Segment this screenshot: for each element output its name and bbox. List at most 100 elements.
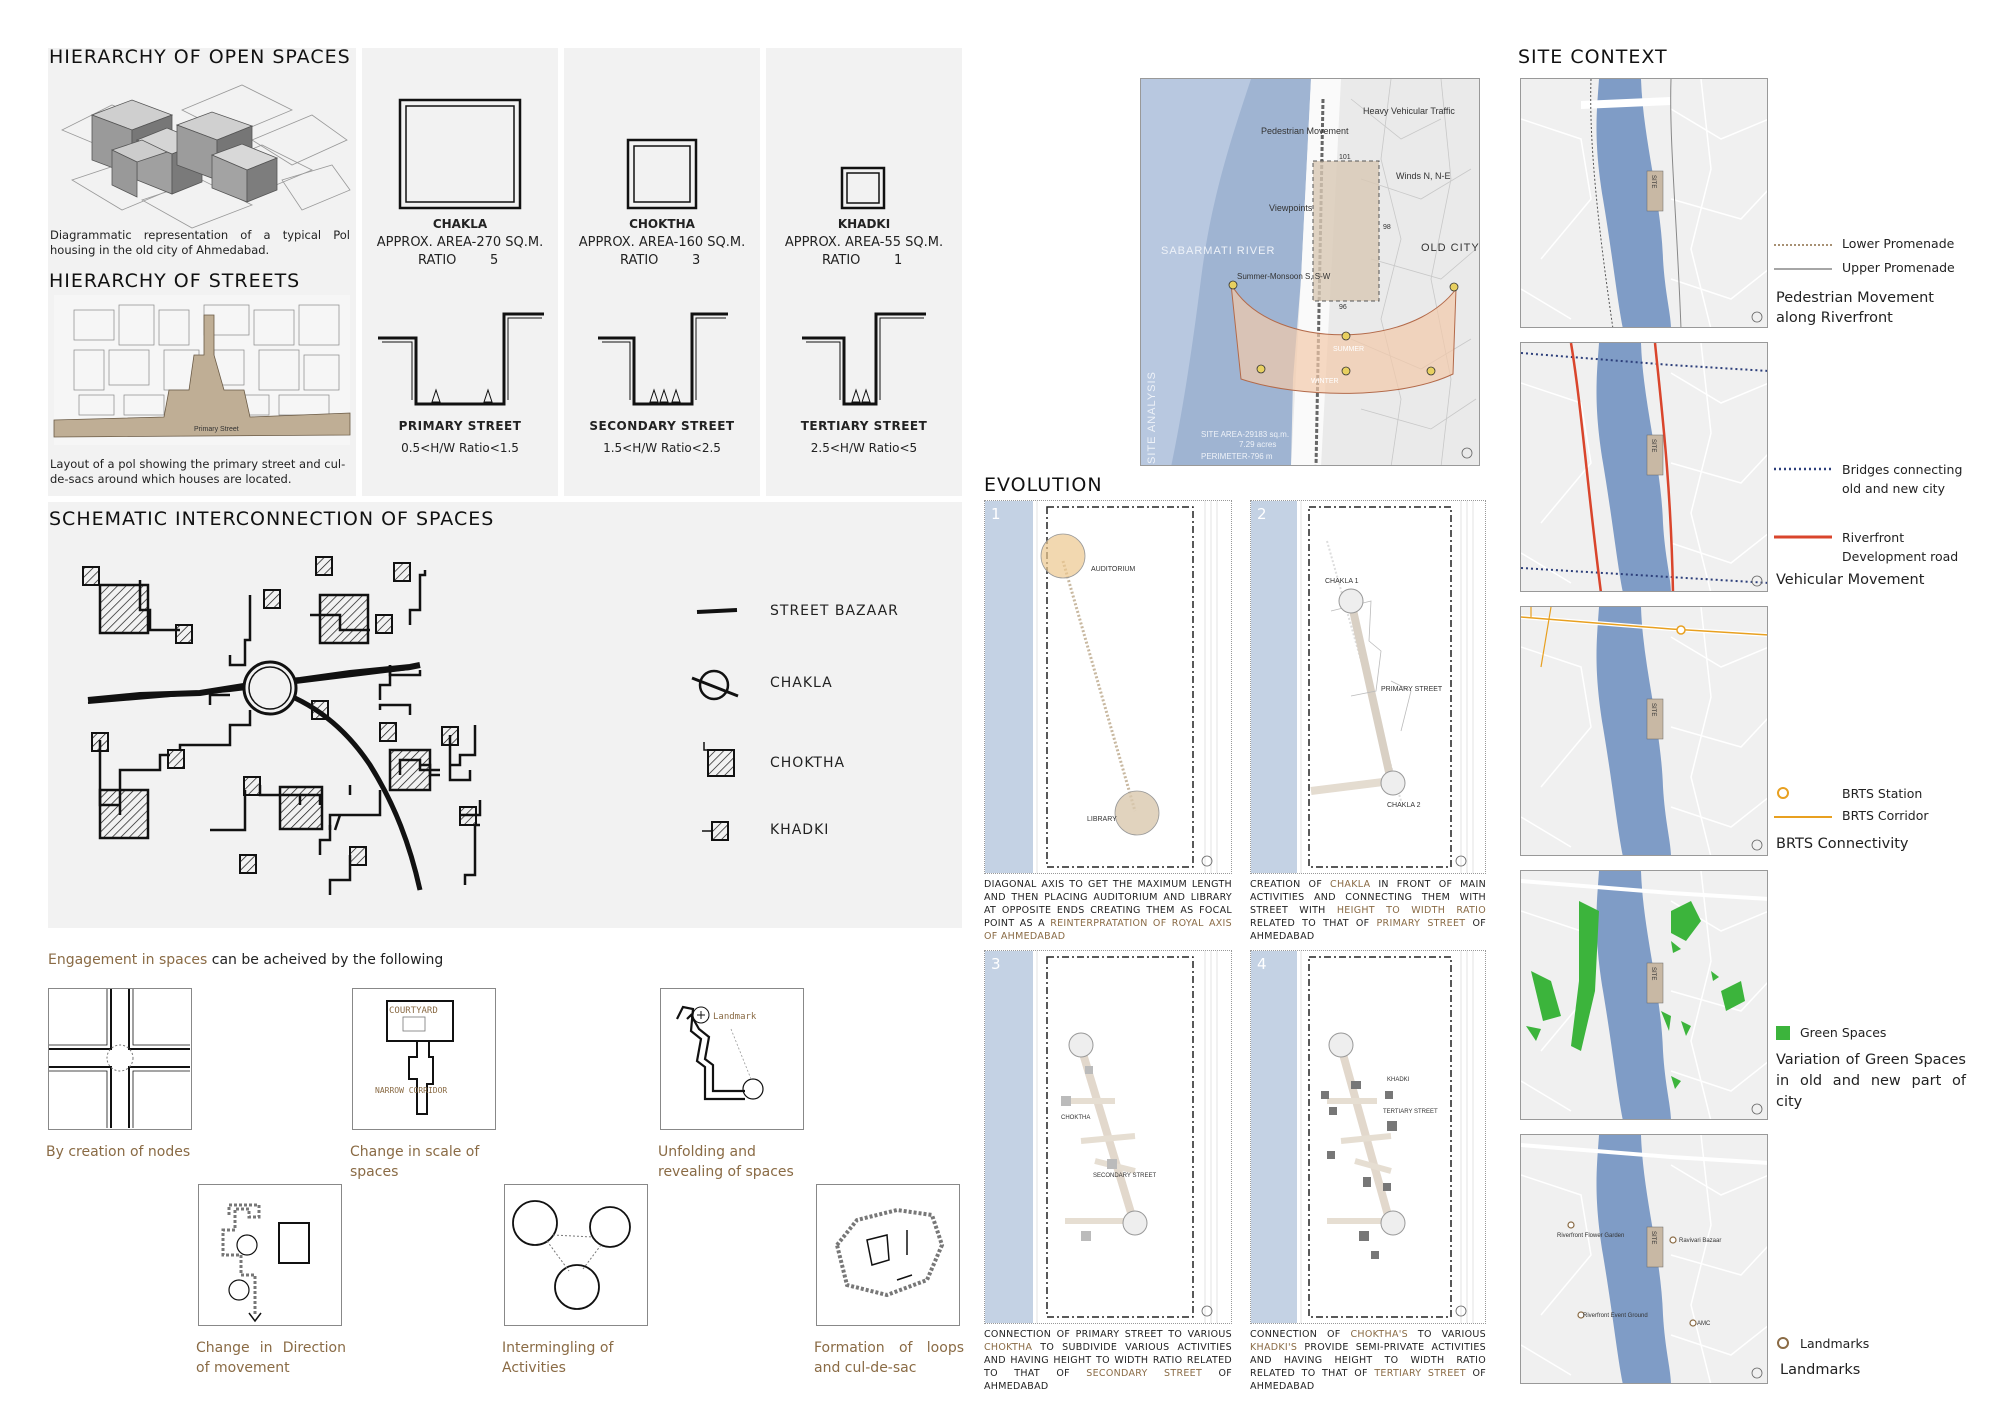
landmark-flower-garden-label: Riverfront Flower Garden (1557, 1233, 1624, 1239)
engagement-direction-sketch (198, 1184, 342, 1326)
legend-brts-station: BRTS Station (1842, 786, 1923, 801)
north-arrow-icon (1461, 447, 1473, 459)
chakla-2-label: CHAKLA 2 (1387, 802, 1421, 809)
engagement-highlight: Engagement in spaces (48, 952, 208, 968)
legend-choktha-symbol (703, 742, 735, 777)
landmark-marker-event-ground (1577, 1311, 1585, 1319)
site-acres-label: 7.29 acres (1239, 440, 1276, 449)
evolution-text-3-c: TO SUBDIVIDE VARIOUS ACTIVITIES AND HAVI… (984, 1342, 1232, 1379)
choktha-node-2 (318, 593, 370, 645)
landmark-marker-amc (1689, 1319, 1697, 1327)
site-area-label: SITE AREA-29183 sq.m. (1201, 430, 1289, 439)
primary-street-section (378, 312, 544, 406)
evolution-text-2-a: CREATION OF (1250, 879, 1331, 890)
legend-brts-station-symbol (1777, 787, 1789, 799)
khadki-node-8 (91, 732, 109, 752)
context-map-vehicular: SITE (1520, 342, 1768, 592)
chakla-ratio-label: RATIO (418, 253, 457, 268)
winds-label: Winds N, N-E (1396, 171, 1451, 181)
site-perimeter-label: PERIMETER-796 m (1201, 452, 1273, 461)
choktha-node-4 (278, 785, 324, 831)
primary-street-ratio: 0.5<H/W Ratio<1.5 (401, 441, 519, 455)
legend-riverfront-road-symbol (1774, 535, 1832, 539)
pol-street-layout-map: Primary Street (53, 295, 351, 445)
khadki-node-4 (315, 556, 333, 576)
khadki-panel (766, 48, 962, 496)
evo-choktha-label: CHOKTHA (1061, 1115, 1090, 1121)
secondary-street-name: SECONDARY STREET (589, 419, 735, 433)
legend-landmarks: Landmarks (1800, 1336, 1870, 1351)
khadki-ratio-value: 1 (894, 253, 903, 268)
legend-riverfront-road: Riverfront Development road (1842, 530, 1959, 564)
evolution-text-3-e: OF AHMEDABAD (984, 1368, 1232, 1392)
chakla-area: APPROX. AREA-270 SQ.M. (376, 235, 544, 250)
khadki-node-15 (239, 854, 257, 874)
evolution-text-2-g: OF AHMEDABAD (1250, 918, 1486, 942)
khadki-node-12 (441, 726, 459, 746)
engagement-caption-scale: Change in scale of spaces (350, 1144, 480, 1180)
tertiary-street-ratio: 2.5<H/W Ratio<5 (810, 441, 918, 455)
legend-upper-promenade-symbol (1774, 268, 1832, 270)
open-spaces-heading: HIERARCHY OF OPEN SPACES (49, 46, 351, 68)
narrow-corridor-label: NARROW CORRIDOR (375, 1086, 447, 1095)
library-label: LIBRARY (1087, 816, 1117, 823)
pol-housing-caption: Diagrammatic representation of a typical… (50, 228, 350, 257)
pol-housing-axonometric (61, 84, 351, 229)
evolution-text-4-g: OF AHMEDABAD (1250, 1368, 1486, 1392)
legend-khadki-label: KHADKI (770, 822, 830, 838)
landmark-event-ground-label: Riverfront Event Ground (1583, 1313, 1648, 1319)
legend-brts-corridor-symbol (1774, 816, 1832, 818)
evolution-panel-3: CHOKTHA SECONDARY STREET 3 (984, 950, 1232, 1324)
engagement-scale-sketch: COURTYARD NARROW CORRIDOR (352, 988, 496, 1130)
evolution-text-3: CONNECTION OF PRIMARY STREET TO VARIOUS … (984, 1328, 1232, 1393)
evolution-panel-2: CHAKLA 1 PRIMARY STREET CHAKLA 2 2 (1250, 500, 1486, 874)
map5-site-label: SITE (1650, 1231, 1656, 1244)
khadki-node-2 (175, 624, 193, 644)
primary-street-map-label: Primary Street (194, 426, 239, 433)
evolution-text-3-a: CONNECTION OF PRIMARY STREET TO VARIOUS (984, 1329, 1232, 1340)
chakla-panel (362, 48, 558, 496)
legend-lower-promenade-symbol (1774, 244, 1832, 246)
evolution-text-2-e: RELATED TO THAT OF (1250, 918, 1377, 929)
landmark-marker-flower-garden (1567, 1221, 1575, 1229)
legend-chakla-label: CHAKLA (770, 675, 833, 691)
evolution-text-4-d: KHADKI'S (1250, 1342, 1298, 1353)
legend-green-spaces: Green Spaces (1800, 1025, 1887, 1040)
legend-choktha-label: CHOKTHA (770, 755, 846, 771)
map3-title: BRTS Connectivity (1776, 836, 1909, 852)
evo-tertiary-street-label: TERTIARY STREET (1383, 1109, 1438, 1115)
evolution-text-4: CONNECTION OF CHOKTHA'S TO VARIOUS KHADK… (1250, 1328, 1486, 1393)
chakla-sketch (398, 98, 522, 210)
evolution-text-1: DIAGONAL AXIS TO GET THE MAXIMUM LENGTH … (984, 878, 1232, 943)
evolution-text-1-a: DIAGONAL AXIS TO GET THE MAXIMUM LENGTH … (984, 879, 1232, 929)
context-map-brts: SITE (1520, 606, 1768, 856)
khadki-sketch (840, 166, 886, 210)
streets-heading: HIERARCHY OF STREETS (49, 270, 301, 292)
engagement-intro: Engagement in spaces can be acheived by … (48, 952, 443, 968)
winter-label: WINTER (1311, 378, 1339, 385)
courtyard-label: COURTYARD (389, 1006, 438, 1016)
evolution-text-2-d: HEIGHT TO WIDTH RATIO (1336, 905, 1486, 916)
secondary-street-section (598, 312, 728, 406)
river-label: SABARMATI RIVER (1161, 245, 1275, 257)
context-map-landmarks: SITE Riverfront Flower Garden Ravivari B… (1520, 1134, 1768, 1384)
dim-right: 98 (1383, 224, 1391, 231)
choktha-area: APPROX. AREA-160 SQ.M. (578, 235, 746, 250)
khadki-area: APPROX. AREA-55 SQ.M. (784, 235, 944, 250)
khadki-node-10 (311, 700, 329, 720)
engagement-unfolding-sketch: Landmark (660, 988, 804, 1130)
summer-monsoon-label: Summer-Monsoon S, S-W (1237, 272, 1331, 281)
engagement-intermingling-sketch (504, 1184, 648, 1326)
choktha-sketch (626, 138, 698, 210)
evolution-text-2-f: PRIMARY STREET (1376, 918, 1466, 929)
landmark-sketch-label: Landmark (713, 1012, 757, 1022)
legend-green-spaces-symbol (1776, 1026, 1790, 1040)
site-analysis-vertical-label: SITE ANALYSIS (1146, 371, 1158, 464)
evolution-panel-1: AUDITORIUM LIBRARY 1 (984, 500, 1232, 874)
choktha-panel (564, 48, 760, 496)
legend-landmarks-symbol (1777, 1337, 1789, 1349)
khadki-node-5 (375, 614, 393, 634)
chakla-1-label: CHAKLA 1 (1325, 578, 1359, 585)
evolution-text-2-b: CHAKLA (1330, 879, 1371, 890)
dim-bottom: 96 (1339, 304, 1347, 311)
